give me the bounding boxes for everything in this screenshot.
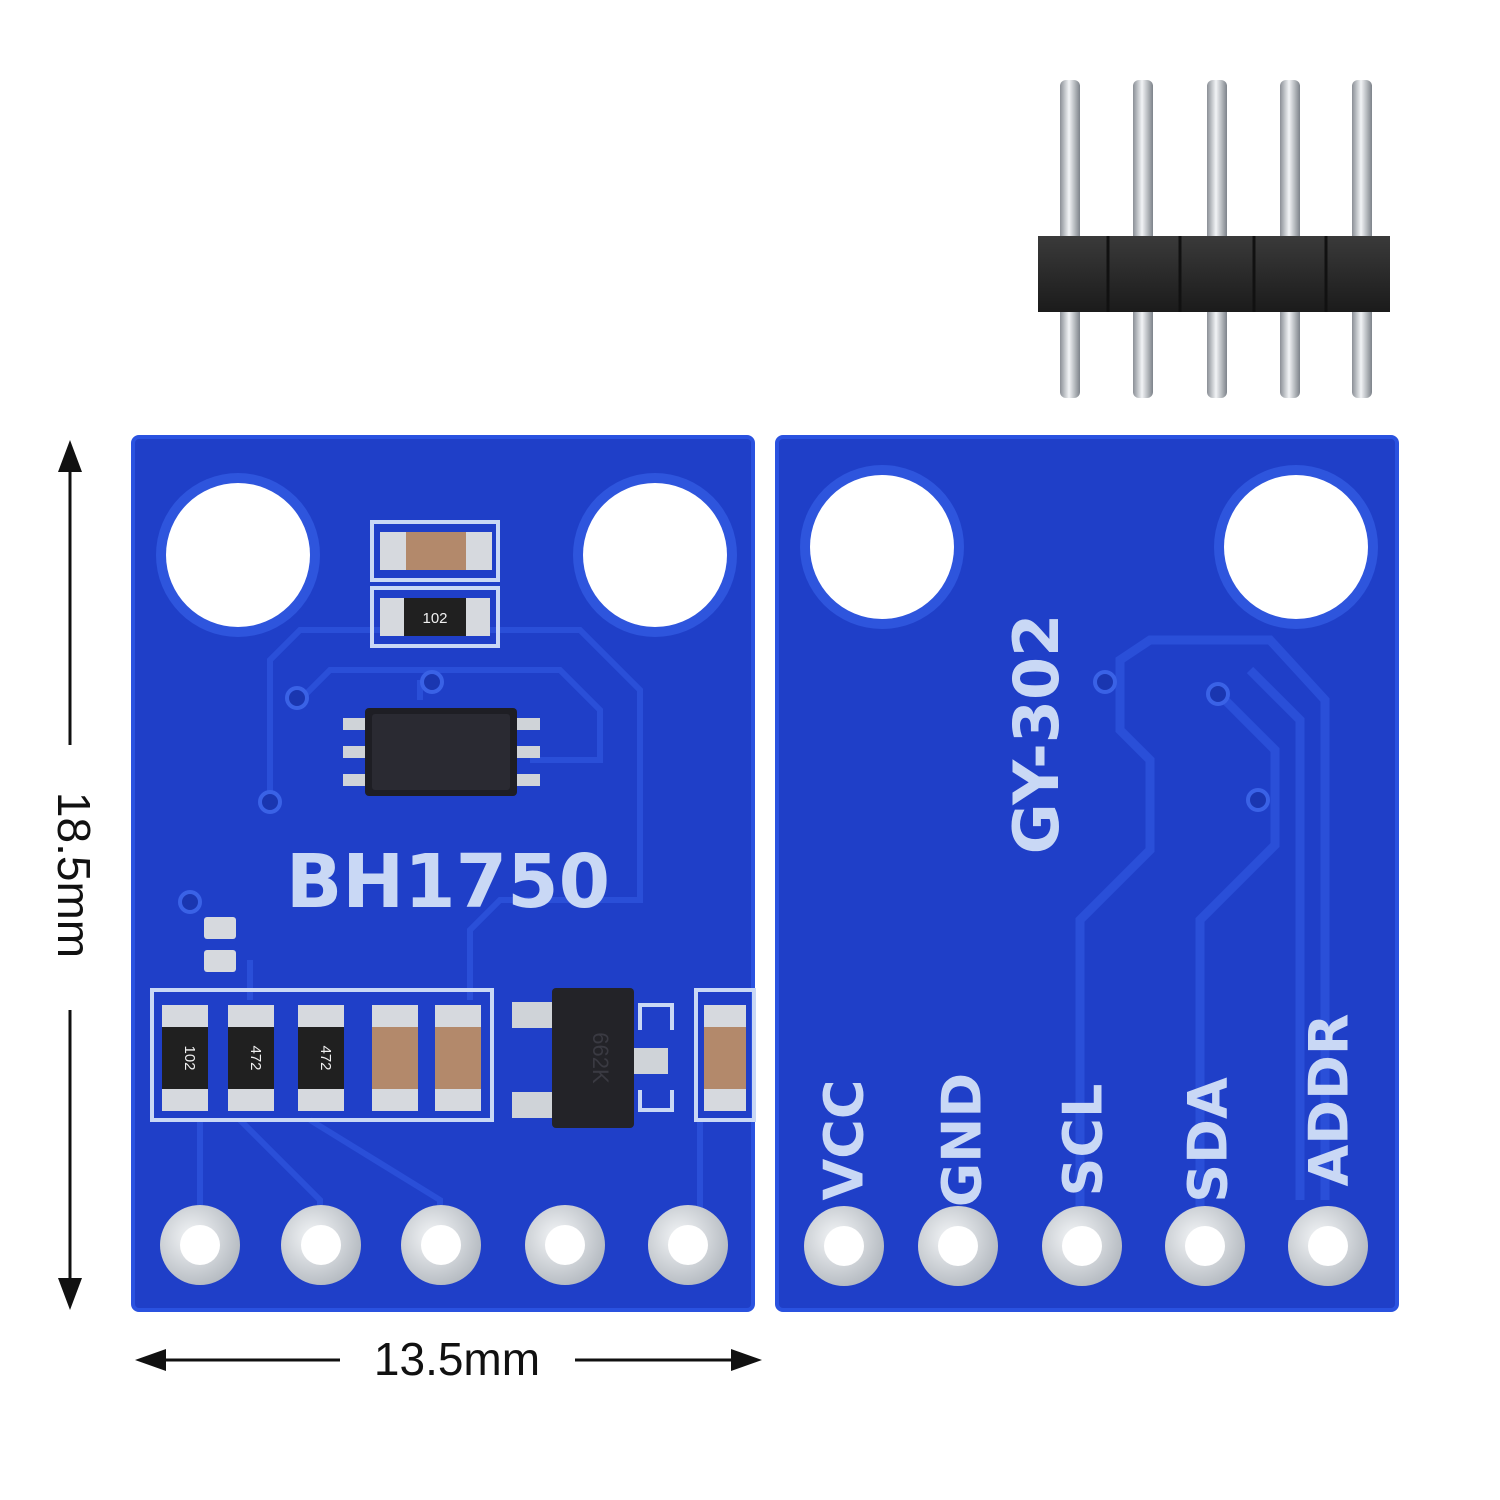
front-mounting-hole-left bbox=[156, 473, 320, 637]
regulator-outline-bottom bbox=[638, 1090, 674, 1112]
top-component-pair: 102 bbox=[370, 520, 500, 648]
width-label: 13.5mm bbox=[374, 1333, 540, 1385]
pin-label-vcc: VCC bbox=[813, 1079, 876, 1200]
resistor-472-b-marking: 472 bbox=[317, 1045, 334, 1070]
model-label: GY-302 bbox=[1000, 614, 1073, 854]
back-traces bbox=[1075, 635, 1330, 1215]
pin-header bbox=[1038, 80, 1390, 398]
front-pin-pads bbox=[160, 1205, 728, 1285]
width-dimension bbox=[135, 1349, 762, 1371]
front-vias bbox=[178, 670, 444, 914]
regulator-outline-top bbox=[638, 1003, 674, 1030]
top-resistor: 102 bbox=[380, 598, 490, 636]
pin-label-sda: SDA bbox=[1177, 1077, 1240, 1203]
height-dimension bbox=[58, 440, 82, 1310]
voltage-regulator: 662K bbox=[512, 988, 668, 1128]
right-component-outline bbox=[694, 988, 756, 1122]
resistor-top-marking: 102 bbox=[422, 610, 447, 627]
front-mounting-hole-right bbox=[573, 473, 737, 637]
bh1750-chip bbox=[343, 708, 540, 796]
top-capacitor bbox=[380, 532, 492, 570]
pin-label-gnd: GND bbox=[931, 1073, 994, 1207]
back-mounting-hole-right bbox=[1214, 465, 1378, 629]
back-pin-pads bbox=[804, 1206, 1368, 1286]
front-board: 102 BH1750 bbox=[131, 435, 756, 1312]
height-label: 18.5mm bbox=[48, 792, 100, 958]
pin-label-addr: ADDR bbox=[1298, 1013, 1361, 1186]
resistor-102-marking: 102 bbox=[181, 1045, 198, 1070]
capacitor-2 bbox=[435, 1005, 481, 1111]
component-row-outline bbox=[150, 988, 494, 1122]
small-pads bbox=[204, 917, 236, 972]
back-vias bbox=[1093, 670, 1270, 812]
back-mounting-hole-left bbox=[800, 465, 964, 629]
capacitor-1 bbox=[372, 1005, 418, 1111]
header-plastic-block bbox=[1038, 236, 1390, 312]
resistor-472-a-marking: 472 bbox=[247, 1045, 264, 1070]
resistor-472-b: 472 bbox=[298, 1005, 344, 1111]
capacitor-right bbox=[704, 1005, 746, 1111]
regulator-marking: 662K bbox=[588, 1032, 613, 1084]
resistor-472-a: 472 bbox=[228, 1005, 274, 1111]
resistor-102: 102 bbox=[162, 1005, 208, 1111]
pin-label-scl: SCL bbox=[1052, 1084, 1115, 1197]
chip-label: BH1750 bbox=[286, 839, 610, 925]
back-board: GY-302 VCC GND SCL SDA ADDR bbox=[775, 435, 1399, 1312]
